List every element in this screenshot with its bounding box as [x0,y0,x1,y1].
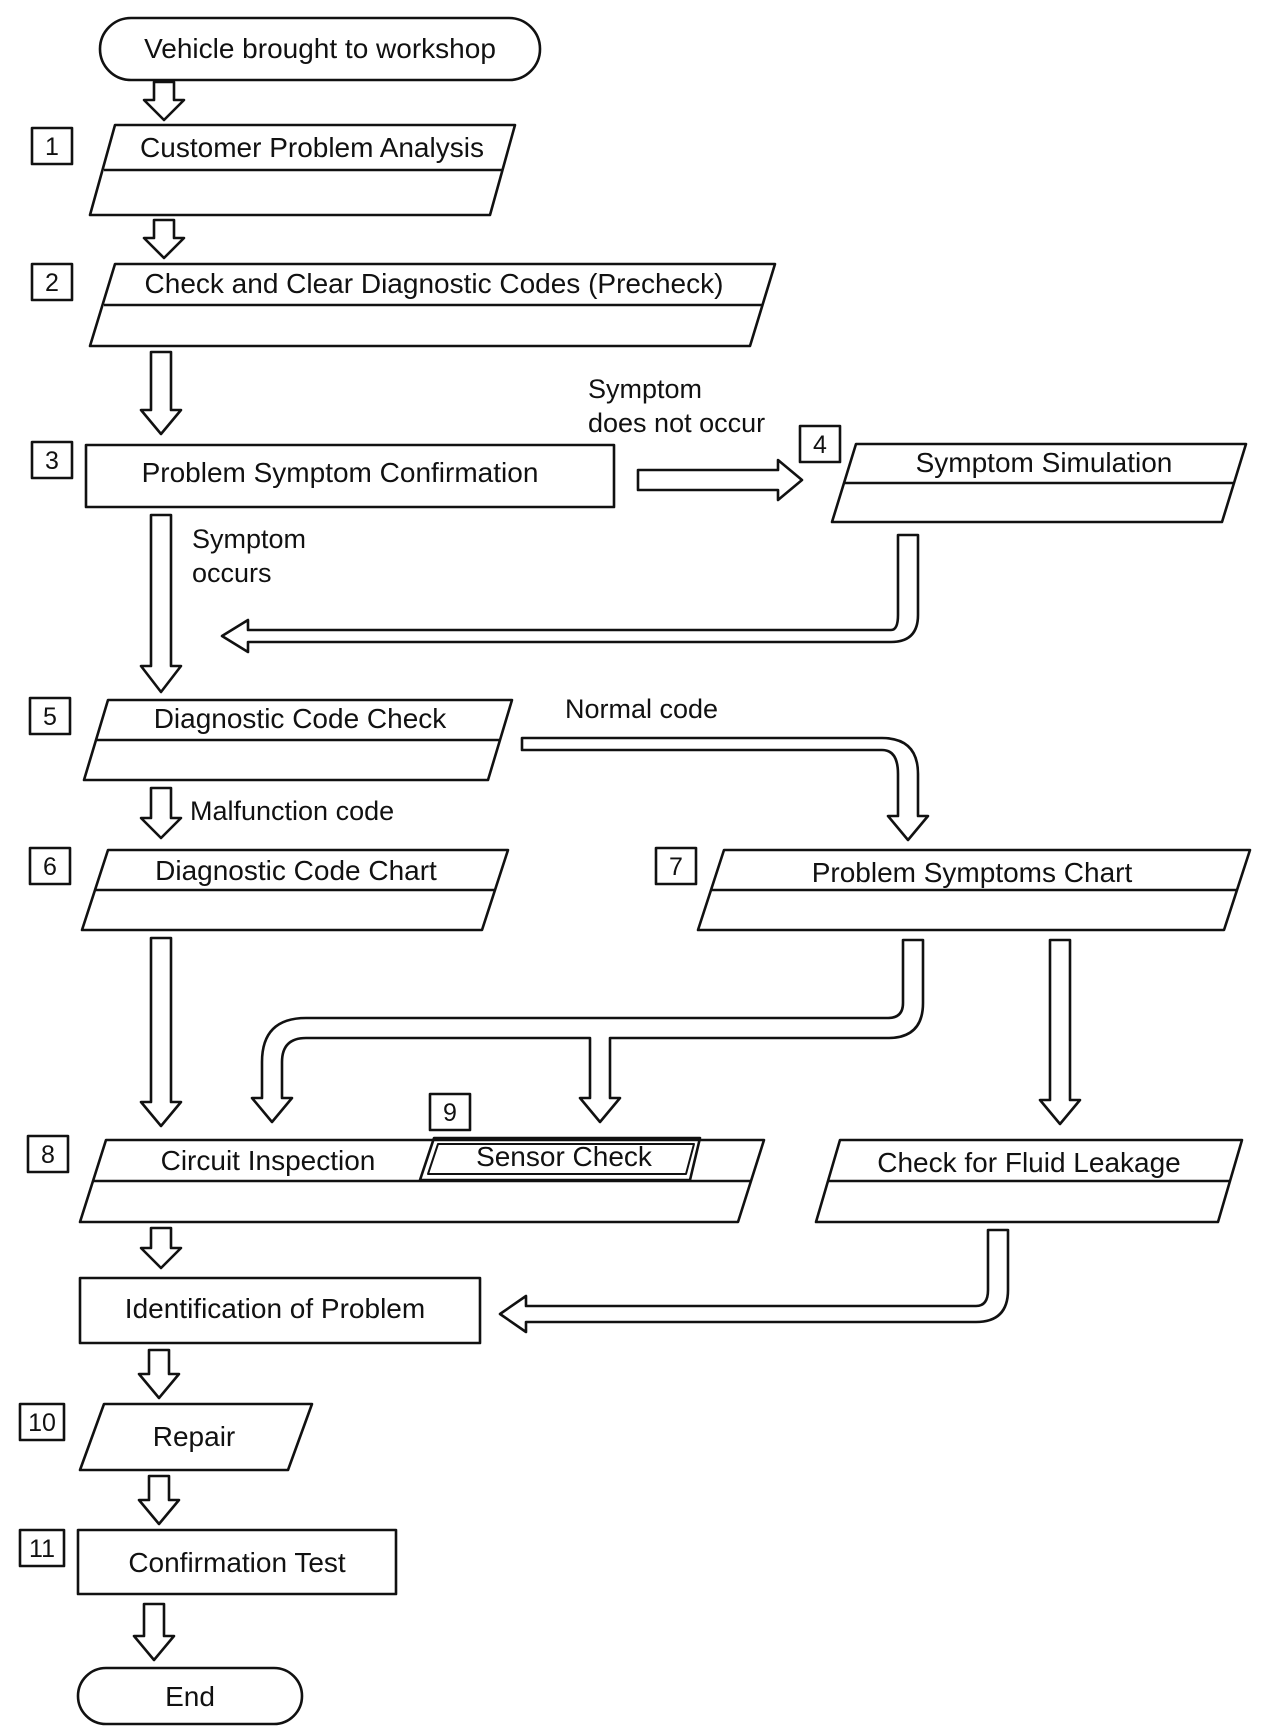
step-7-label: Problem Symptoms Chart [812,857,1133,888]
step-number-9: 9 [443,1099,457,1127]
step-number-11: 11 [29,1535,55,1563]
identification-box [78,1276,482,1345]
arrow-7-to-leakage [1038,938,1082,1126]
fluid-leakage-box [814,1138,1244,1224]
step-number-9-box [428,1092,472,1132]
step-number-2: 2 [45,269,59,297]
step-number-8-box [26,1134,70,1174]
step-11-label: Confirmation Test [128,1547,346,1578]
step-11-box [76,1528,398,1596]
step-number-6: 6 [43,853,57,881]
arrow-5-to-7 [520,736,930,842]
step-7-box [696,848,1252,932]
arrow-7-to-8-and-9 [250,938,925,1124]
step-10-box [78,1402,314,1472]
arrow-8-to-identification [139,1226,183,1270]
arrow-3-to-4 [636,458,804,502]
step-6-label: Diagnostic Code Chart [155,855,437,886]
arrow-11-to-end [132,1602,176,1662]
step-8-label: Circuit Inspection [161,1145,376,1176]
step-9-box [418,1136,702,1182]
step-number-8: 8 [41,1141,55,1169]
arrow-start-to-1 [142,80,186,122]
identification-label: Identification of Problem [125,1293,425,1324]
step-5-box [82,698,514,782]
arrow-5-to-6 [139,786,183,840]
normal-code-label: Normal code [565,694,718,724]
step-10-label: Repair [153,1421,235,1452]
arrow-3-to-5 [139,513,183,694]
step-3-box [84,443,616,509]
arrow-identification-to-10 [137,1348,181,1400]
step-number-4-box [798,424,842,464]
arrow-1-to-2 [142,218,186,260]
end-label: End [165,1681,215,1712]
step-6-box [80,848,510,932]
step-number-3-box [30,440,74,480]
step-number-10: 10 [28,1409,56,1437]
step-number-5-box [28,696,72,736]
step-number-7: 7 [669,853,683,881]
step-number-3: 3 [45,447,59,475]
start-terminator [98,16,542,82]
arrow-6-to-8 [139,936,183,1128]
step-3-label: Problem Symptom Confirmation [142,457,539,488]
fluid-leakage-label: Check for Fluid Leakage [877,1147,1181,1178]
step-4-label: Symptom Simulation [916,447,1173,478]
arrow-10-to-11 [137,1474,181,1526]
malfunction-code-label: Malfunction code [190,796,394,826]
step-4-box [830,442,1248,524]
step-number-11-box [18,1528,66,1568]
end-terminator [76,1666,304,1726]
arrow-4-return [220,533,920,654]
step-number-2-box [30,262,74,302]
symptom-occurs-label-line1: Symptom [192,524,306,554]
step-number-10-box [18,1402,66,1442]
symptom-occurs-label-line2: occurs [192,558,272,588]
step-number-6-box [28,846,72,886]
step-number-4: 4 [813,431,827,459]
arrow-leakage-to-identification [498,1228,1010,1334]
step-number-1-box [30,126,74,166]
no-symptom-label-line2: does not occur [588,408,765,438]
step-2-label: Check and Clear Diagnostic Codes (Preche… [145,268,724,299]
no-symptom-label-line1: Symptom [588,374,702,404]
step-number-1: 1 [45,133,59,161]
step-number-7-box [654,846,698,886]
step-1-label: Customer Problem Analysis [140,132,484,163]
step-5-label: Diagnostic Code Check [154,703,448,734]
arrow-2-to-3 [139,350,183,436]
step-1-box [88,123,517,217]
start-label: Vehicle brought to workshop [144,33,496,64]
step-9-label: Sensor Check [476,1141,653,1172]
step-2-box [88,262,777,348]
step-number-5: 5 [43,703,57,731]
